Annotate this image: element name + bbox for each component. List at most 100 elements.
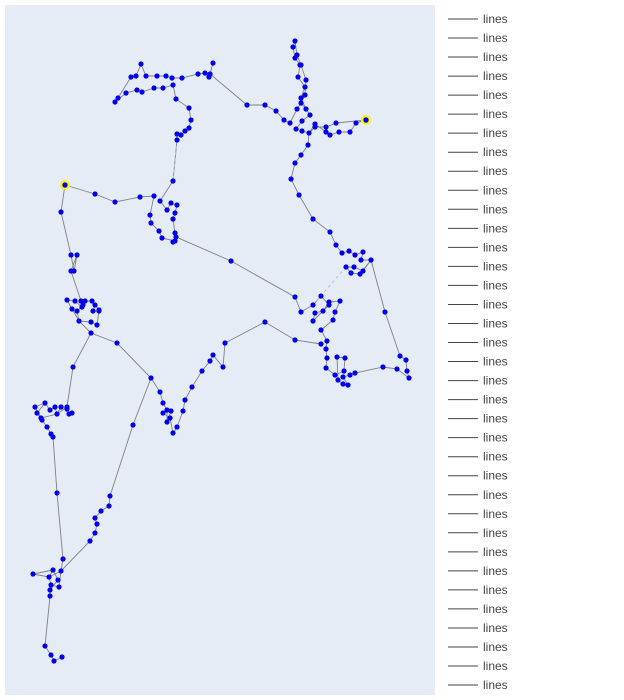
legend-label: lines [483,183,508,197]
route-point [345,382,351,388]
route-point [298,152,304,158]
legend-label: lines [483,602,508,616]
route-point [348,270,354,276]
route-point [340,374,346,380]
route-point [58,568,64,574]
route-point [312,310,318,316]
route-point [151,193,157,199]
route-point [343,264,349,270]
route-point [334,354,340,360]
route-point [50,567,56,573]
route-point [164,407,170,413]
legend-item: lines [448,640,508,654]
route-point [336,129,342,135]
route-point [281,117,287,123]
route-point [60,556,66,562]
route-point [382,309,388,315]
route-point [70,364,76,370]
route-point [68,268,74,274]
route-point [139,89,145,95]
route-point [180,408,186,414]
route-point [186,125,192,131]
route-point [168,408,174,414]
route-point [406,375,412,381]
legend-item: lines [448,393,508,407]
route-point [164,419,170,425]
route-point [287,120,293,126]
route-point [298,95,304,101]
route-point [94,322,100,328]
route-point [52,404,58,410]
route-point [330,317,336,323]
legend-item: lines [448,278,508,292]
legend-item: lines [448,336,508,350]
route-point [299,118,305,124]
route-point [363,117,369,123]
legend-label: lines [483,678,508,692]
legend-item: lines [448,412,508,426]
legend-item: lines [448,659,508,673]
route-point [151,85,157,91]
route-point [170,178,176,184]
route-point [323,346,329,352]
legend-label: lines [483,621,508,635]
route-point [170,239,176,245]
legend-label: lines [483,88,508,102]
legend-item: lines [448,259,508,273]
route-point [273,108,279,114]
legend-label: lines [483,240,508,254]
route-point [69,410,75,416]
route-point [296,192,302,198]
legend-label: lines [483,488,508,502]
legend-item: lines [448,69,508,83]
legend-item: lines [448,107,508,121]
legend-label: lines [483,507,508,521]
legend-item: lines [448,126,508,140]
route-point [55,577,61,583]
route-point [58,209,64,215]
legend-label: lines [483,355,508,369]
route-point [360,249,366,255]
route-point [318,327,324,333]
route-point [353,120,359,126]
route-point [50,434,56,440]
route-point [69,306,75,312]
route-point [307,112,313,118]
route-point [303,106,309,112]
route-point [332,372,338,378]
route-point [68,252,74,258]
route-point [288,176,294,182]
route-point [318,341,324,347]
route-point [87,538,93,544]
legend-item: lines [448,621,508,635]
route-point [195,71,201,77]
legend-item: lines [448,564,508,578]
route-point [147,212,153,218]
legend-item: lines [448,12,508,26]
route-point [199,368,205,374]
route-point [170,430,176,436]
route-point [160,400,166,406]
legend-item: lines [448,374,508,388]
route-point [168,200,174,206]
legend-label: lines [483,469,508,483]
route-point [357,271,363,277]
legend-label: lines [483,31,508,45]
route-point [56,584,62,590]
legend-label: lines [483,164,508,178]
route-line-1 [64,40,410,386]
route-point [157,198,163,204]
legend-label: lines [483,393,508,407]
route-point [72,298,78,304]
legend-item: lines [448,240,508,254]
legend-label: lines [483,640,508,654]
route-point [351,264,357,270]
route-point [74,308,80,314]
route-point [188,117,194,123]
route-point [48,582,54,588]
route-point [342,355,348,361]
route-point [323,124,329,130]
route-point [394,366,400,372]
route-point [298,309,304,315]
dashed-segment-1 [172,139,178,182]
